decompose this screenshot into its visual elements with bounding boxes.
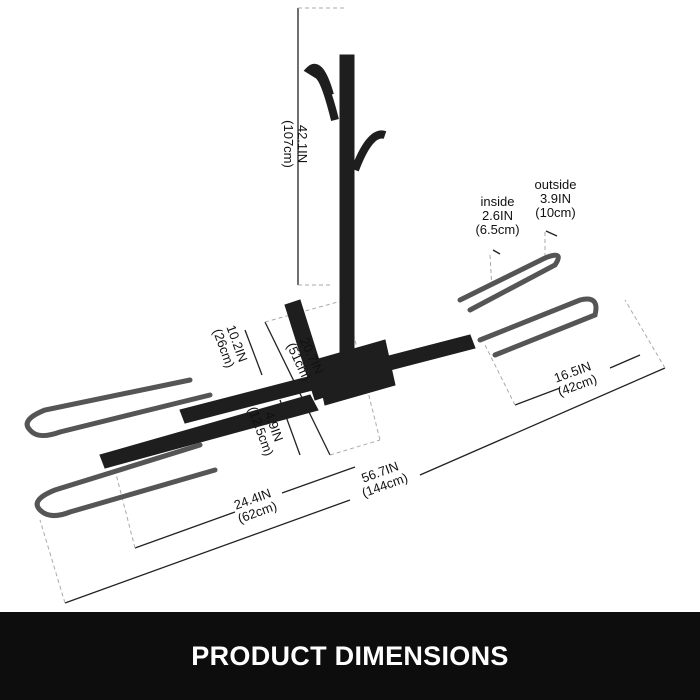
height-dimension-label: 42.1IN (107cm) bbox=[281, 104, 310, 184]
outside-width-in: 3.9IN bbox=[539, 191, 572, 206]
title-banner: PRODUCT DIMENSIONS bbox=[0, 612, 700, 700]
outside-width-cm: (10cm) bbox=[535, 205, 576, 220]
inside-width-cm: (6.5cm) bbox=[475, 222, 520, 237]
inside-width-in: 2.6IN bbox=[481, 208, 514, 223]
outside-label: outside bbox=[534, 177, 577, 192]
banner-title: PRODUCT DIMENSIONS bbox=[191, 640, 509, 671]
inside-width-dimension-label: inside 2.6IN (6.5cm) bbox=[465, 195, 530, 237]
rack-frame bbox=[99, 54, 476, 469]
height-in: 42.1IN bbox=[295, 124, 310, 164]
dimension-lines bbox=[64, 8, 666, 604]
inside-label: inside bbox=[480, 194, 515, 209]
outside-width-dimension-label: outside 3.9IN (10cm) bbox=[523, 178, 588, 220]
bike-trays bbox=[24, 252, 599, 518]
height-cm: (107cm) bbox=[281, 120, 296, 168]
